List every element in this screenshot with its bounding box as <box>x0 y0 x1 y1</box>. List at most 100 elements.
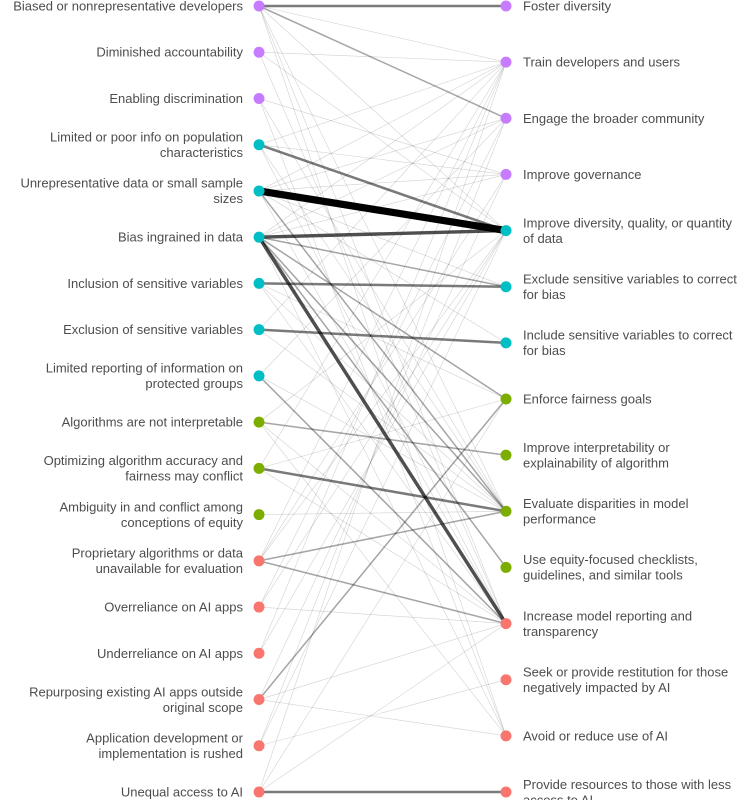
node-label: Diminished accountability <box>96 45 243 60</box>
edge-line <box>258 61 507 146</box>
node-label-line: Foster diversity <box>523 0 612 14</box>
node-dot <box>500 393 512 405</box>
node-label-line: Underreliance on AI apps <box>97 646 243 661</box>
node-dot <box>253 601 265 613</box>
edge-line <box>258 5 507 63</box>
node-label-line: Evaluate disparities in model <box>523 496 689 511</box>
node-label: Underreliance on AI apps <box>97 646 243 661</box>
edge-line <box>258 375 507 625</box>
edge-line <box>257 143 508 232</box>
edge-line <box>258 98 507 512</box>
node-label-line: Use equity-focused checklists, <box>523 552 698 567</box>
edge-line <box>258 398 507 701</box>
left-node: Biased or nonrepresentative developers <box>13 0 265 14</box>
node-label-line: Optimizing algorithm accuracy and <box>44 453 243 468</box>
edge-line <box>258 117 507 238</box>
node-dot <box>500 561 512 573</box>
node-label-line: Limited reporting of information on <box>46 361 243 376</box>
node-label-line: Proprietary algorithms or data <box>72 546 244 561</box>
node-dot <box>253 0 265 12</box>
left-node: Enabling discrimination <box>109 91 265 106</box>
node-dot <box>253 231 265 243</box>
node-label-line: unavailable for evaluation <box>96 561 243 576</box>
node-label-line: Biased or nonrepresentative developers <box>13 0 243 14</box>
node-label: Biased or nonrepresentative developers <box>13 0 243 14</box>
right-node: Engage the broader community <box>500 111 705 126</box>
edge-line <box>258 61 507 330</box>
node-label: Exclusion of sensitive variables <box>63 322 243 337</box>
node-label-line: Diminished accountability <box>96 45 243 60</box>
node-label-line: protected groups <box>145 376 243 391</box>
edge-line <box>258 117 507 377</box>
left-node: Underreliance on AI apps <box>97 646 265 661</box>
left-node: Overreliance on AI apps <box>104 600 265 615</box>
node-dot <box>500 449 512 461</box>
node-dot <box>253 277 265 289</box>
node-label: Improve governance <box>523 167 642 182</box>
left-node: Inclusion of sensitive variables <box>67 276 265 291</box>
node-label-line: fairness may conflict <box>125 469 243 484</box>
node-label-line: Unrepresentative data or small sample <box>20 176 243 191</box>
left-node: Unequal access to AI <box>121 785 265 800</box>
edge-line <box>258 398 507 793</box>
node-label-line: transparency <box>523 624 599 639</box>
node-dot <box>253 185 265 197</box>
node-label-line: Exclusion of sensitive variables <box>63 322 243 337</box>
node-label-line: Improve diversity, quality, or quantity <box>523 215 733 230</box>
node-label-line: negatively impacted by AI <box>523 680 670 695</box>
node-dot <box>253 139 265 151</box>
edge-line <box>258 61 507 238</box>
node-label-line: Ambiguity in and conflict among <box>59 499 243 514</box>
node-label: Train developers and users <box>523 55 681 70</box>
edge-line <box>258 51 507 231</box>
edge-line <box>258 190 507 624</box>
edge-line <box>258 61 507 793</box>
edge-line <box>258 117 507 192</box>
node-label: Unequal access to AI <box>121 785 243 800</box>
node-dot <box>500 674 512 686</box>
node-label: Enforce fairness goals <box>523 392 652 407</box>
edge-line <box>258 230 507 654</box>
node-label-line: Application development or <box>86 731 243 746</box>
edge-line <box>258 236 507 288</box>
node-label: Overreliance on AI apps <box>104 600 243 615</box>
edge-line <box>258 375 507 512</box>
node-dot <box>253 555 265 567</box>
edge-line <box>258 61 507 192</box>
node-dot <box>500 281 512 293</box>
node-dot <box>500 56 512 68</box>
node-label-line: implementation is rushed <box>98 746 243 761</box>
edge-line <box>258 421 507 624</box>
edge-line <box>258 468 507 624</box>
node-dot <box>500 225 512 237</box>
left-node: Exclusion of sensitive variables <box>63 322 265 337</box>
right-node: Train developers and users <box>500 55 681 70</box>
node-label: Enabling discrimination <box>109 91 243 106</box>
node-label-line: access to AI <box>523 792 593 800</box>
edge-line <box>258 5 507 624</box>
node-dot <box>500 505 512 517</box>
edge-line <box>258 144 507 624</box>
edge-line <box>258 236 507 737</box>
node-label-line: Enforce fairness goals <box>523 392 652 407</box>
edge-line <box>258 61 507 654</box>
node-dot <box>253 46 265 58</box>
node-dot <box>500 730 512 742</box>
right-node: Use equity-focused checklists,guidelines… <box>500 552 698 583</box>
node-dot <box>500 168 512 180</box>
